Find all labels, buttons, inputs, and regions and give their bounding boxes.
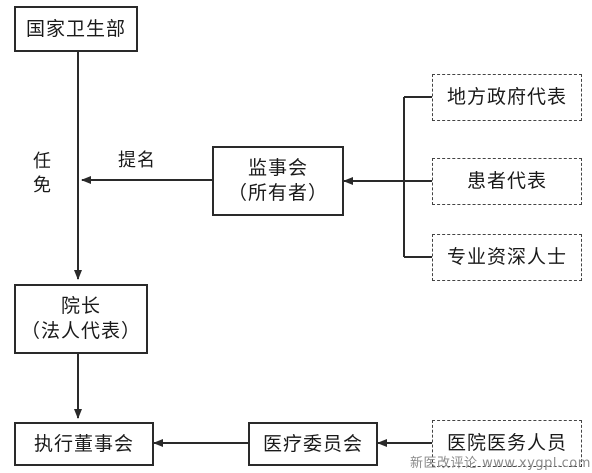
node-patient-rep: 患者代表 xyxy=(432,158,582,205)
node-label-line2: （所有者） xyxy=(227,182,328,204)
node-label: 国家卫生部 xyxy=(25,17,126,40)
node-local-gov-rep: 地方政府代表 xyxy=(432,74,582,121)
node-label: 患者代表 xyxy=(466,170,547,193)
node-executive-board: 执行董事会 xyxy=(14,422,154,466)
node-medical-committee: 医疗委员会 xyxy=(248,422,378,466)
edge-label-appoint-char1: 任 xyxy=(33,151,52,172)
node-hospital-medical-staff: 医院医务人员 xyxy=(432,420,582,467)
node-label-line1: 监事会 xyxy=(247,157,308,180)
node-national-health-dept: 国家卫生部 xyxy=(14,6,138,52)
node-supervisory-board: 监事会 （所有者） xyxy=(212,146,344,216)
node-label: 医院医务人员 xyxy=(446,432,567,455)
node-label: 地方政府代表 xyxy=(446,86,567,109)
edge-label-appoint: 任 免 xyxy=(33,150,52,199)
node-label-line2: （法人代表） xyxy=(20,320,141,342)
node-label: 专业资深人士 xyxy=(446,246,567,269)
edge-label-nominate: 提名 xyxy=(118,150,156,171)
node-label: 执行董事会 xyxy=(33,432,134,455)
node-hospital-director: 院长 （法人代表） xyxy=(14,284,148,354)
edge-label-appoint-char2: 免 xyxy=(33,175,52,197)
node-label-line1: 院长 xyxy=(60,295,101,318)
watermark-text: 新医改评论 www.xygpl.com xyxy=(410,456,591,471)
node-label: 医疗委员会 xyxy=(262,432,363,455)
node-professional-experts: 专业资深人士 xyxy=(432,234,582,281)
